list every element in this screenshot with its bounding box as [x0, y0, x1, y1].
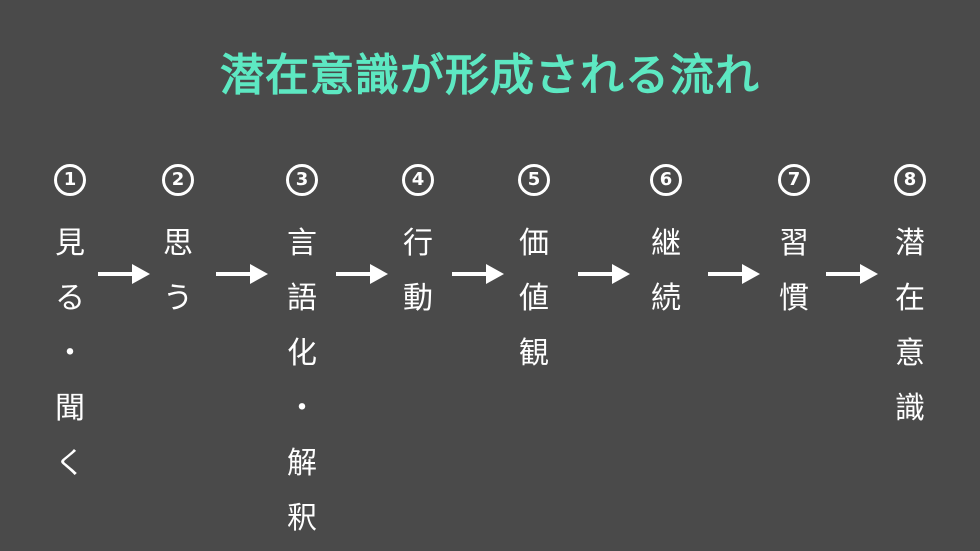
- step-label-char: 化: [287, 336, 317, 371]
- step-label-char: 動: [403, 281, 433, 316]
- step-label: 言語化・解釈: [272, 216, 332, 546]
- step-label-char: 行: [403, 226, 433, 261]
- flow-step-2: 2 思う: [148, 150, 208, 326]
- right-arrow-icon: [216, 264, 268, 284]
- right-arrow-icon: [336, 264, 388, 284]
- step-label-char: 潜: [895, 226, 925, 261]
- flow-step-7: 7 習慣: [764, 150, 824, 326]
- flow-step-3: 3 言語化・解釈: [272, 150, 332, 546]
- step-label-char: 観: [519, 336, 549, 371]
- step-label-char: 言: [287, 226, 317, 261]
- step-label-char: る: [55, 281, 85, 316]
- step-number-badge: 8: [894, 164, 926, 196]
- step-label-char: 値: [519, 281, 549, 316]
- step-label: 価値観: [504, 216, 564, 381]
- step-label-char: う: [163, 281, 193, 316]
- step-label-char: 語: [287, 281, 317, 316]
- step-label: 潜在意識: [880, 216, 940, 436]
- right-arrow-icon: [826, 264, 878, 284]
- step-number-badge: 7: [778, 164, 810, 196]
- step-label-char: 価: [519, 226, 549, 261]
- step-label-char: 続: [651, 281, 681, 316]
- step-number-badge: 2: [162, 164, 194, 196]
- flow-step-6: 6 継続: [636, 150, 696, 326]
- right-arrow-icon: [578, 264, 630, 284]
- right-arrow-icon: [708, 264, 760, 284]
- step-label: 習慣: [764, 216, 824, 326]
- step-label-char: 継: [651, 226, 681, 261]
- step-number-badge: 3: [286, 164, 318, 196]
- step-label-char: 意: [895, 336, 925, 371]
- step-label-char: 識: [895, 391, 925, 426]
- step-number-badge: 4: [402, 164, 434, 196]
- step-label: 継続: [636, 216, 696, 326]
- step-label-char: 聞: [55, 391, 85, 426]
- flow-step-1: 1 見る・聞く: [40, 150, 100, 491]
- step-label: 見る・聞く: [40, 216, 100, 491]
- step-label: 行動: [388, 216, 448, 326]
- step-label-char: 慣: [779, 281, 809, 316]
- flow-step-4: 4 行動: [388, 150, 448, 326]
- step-number-badge: 5: [518, 164, 550, 196]
- page-title: 潜在意識が形成される流れ: [220, 50, 760, 101]
- step-label-char: 思: [163, 226, 193, 261]
- step-number-badge: 1: [54, 164, 86, 196]
- step-label-char: 釈: [287, 501, 317, 536]
- step-label-char: ・: [287, 391, 317, 426]
- step-label-char: 在: [895, 281, 925, 316]
- flow-step-8: 8 潜在意識: [880, 150, 940, 436]
- step-label-char: 見: [55, 226, 85, 261]
- step-label-char: く: [55, 446, 85, 481]
- right-arrow-icon: [98, 264, 150, 284]
- step-label-char: 解: [287, 446, 317, 481]
- step-label: 思う: [148, 216, 208, 326]
- step-number-badge: 6: [650, 164, 682, 196]
- step-label-char: 習: [779, 226, 809, 261]
- right-arrow-icon: [452, 264, 504, 284]
- step-label-char: ・: [55, 336, 85, 371]
- flow-step-5: 5 価値観: [504, 150, 564, 381]
